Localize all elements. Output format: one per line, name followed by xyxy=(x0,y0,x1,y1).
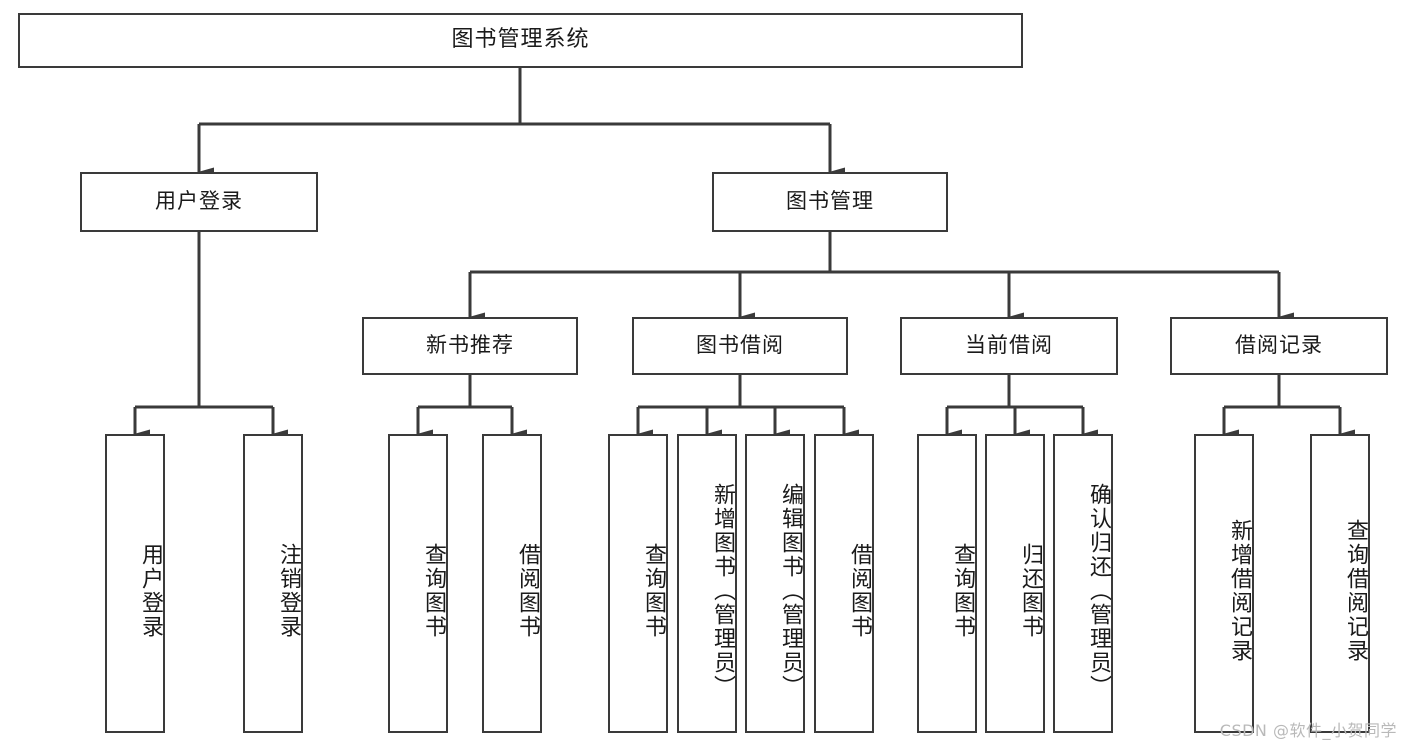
submodule-node-1[interactable]: 新书推荐 xyxy=(362,317,578,375)
module-node-1-label: 用户登录 xyxy=(155,189,243,214)
leaf-node-6[interactable]: 新增图书（管理员） xyxy=(677,434,737,733)
submodule-node-4-label: 借阅记录 xyxy=(1235,333,1323,358)
module-node-2[interactable]: 图书管理 xyxy=(712,172,948,232)
leaf-node-10[interactable]: 归还图书 xyxy=(985,434,1045,733)
leaf-node-5[interactable]: 查询图书 xyxy=(608,434,668,733)
leaf-node-12[interactable]: 新增借阅记录 xyxy=(1194,434,1254,733)
leaf-node-6-label: 新增图书（管理员） xyxy=(710,482,735,699)
leaf-node-13[interactable]: 查询借阅记录 xyxy=(1310,434,1370,733)
submodule-node-2[interactable]: 图书借阅 xyxy=(632,317,848,375)
leaf-node-4-label: 借阅图书 xyxy=(515,542,540,639)
leaf-node-12-label: 新增借阅记录 xyxy=(1227,518,1252,663)
leaf-node-8-label: 借阅图书 xyxy=(847,542,872,639)
root-node-book-management-system[interactable]: 图书管理系统 xyxy=(18,13,1023,68)
module-node-1[interactable]: 用户登录 xyxy=(80,172,318,232)
leaf-node-7-label: 编辑图书（管理员） xyxy=(778,482,803,699)
leaf-node-5-label: 查询图书 xyxy=(641,542,666,639)
leaf-node-9-label: 查询图书 xyxy=(950,542,975,639)
submodule-node-3[interactable]: 当前借阅 xyxy=(900,317,1118,375)
leaf-node-3-label: 查询图书 xyxy=(421,542,446,639)
submodule-node-3-label: 当前借阅 xyxy=(965,333,1053,358)
root-node-book-management-system-label: 图书管理系统 xyxy=(451,27,590,53)
submodule-node-1-label: 新书推荐 xyxy=(426,333,514,358)
leaf-node-1-label: 用户登录 xyxy=(138,542,163,639)
leaf-node-2-label: 注销登录 xyxy=(276,542,301,639)
leaf-node-8[interactable]: 借阅图书 xyxy=(814,434,874,733)
leaf-node-11-label: 确认归还（管理员） xyxy=(1086,482,1111,699)
leaf-node-13-label: 查询借阅记录 xyxy=(1343,518,1368,663)
leaf-node-3[interactable]: 查询图书 xyxy=(388,434,448,733)
leaf-node-4[interactable]: 借阅图书 xyxy=(482,434,542,733)
leaf-node-11[interactable]: 确认归还（管理员） xyxy=(1053,434,1113,733)
leaf-node-9[interactable]: 查询图书 xyxy=(917,434,977,733)
module-node-2-label: 图书管理 xyxy=(786,189,874,214)
leaf-node-10-label: 归还图书 xyxy=(1018,542,1043,639)
submodule-node-4[interactable]: 借阅记录 xyxy=(1170,317,1388,375)
submodule-node-2-label: 图书借阅 xyxy=(696,333,784,358)
leaf-node-1[interactable]: 用户登录 xyxy=(105,434,165,733)
leaf-node-7[interactable]: 编辑图书（管理员） xyxy=(745,434,805,733)
leaf-node-2[interactable]: 注销登录 xyxy=(243,434,303,733)
watermark-credit: CSDN @软件_小贺同学 xyxy=(1219,721,1397,740)
